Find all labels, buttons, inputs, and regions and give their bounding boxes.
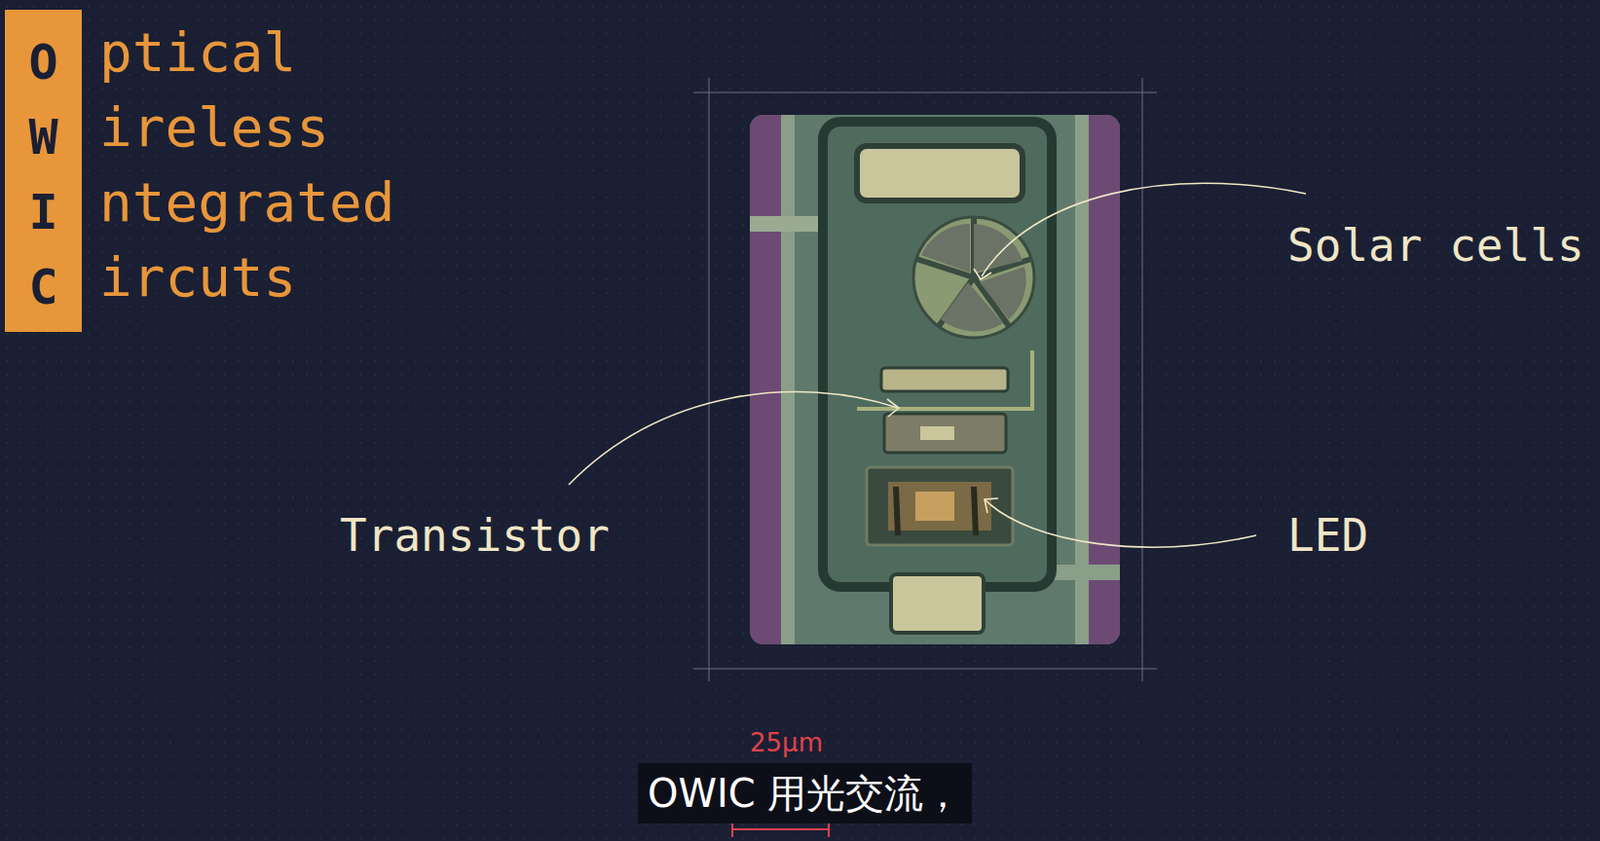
subtitle-text: OWIC 用光交流， [647, 769, 963, 819]
acronym-word: ntegrated [99, 173, 395, 232]
acronym-letter: W [4, 108, 82, 167]
part-label: Solar cells [1287, 219, 1585, 272]
acronym-word: ireless [99, 98, 330, 157]
acronym-word: ircuts [99, 248, 297, 307]
acronym-letter: O [4, 33, 82, 92]
part-label: LED [1287, 509, 1369, 562]
acronym-word: ptical [99, 23, 297, 82]
chip-photo [749, 114, 1120, 645]
subtitle-box: OWIC 用光交流， [637, 763, 972, 824]
scale-bar [732, 823, 829, 838]
part-label: Transistor [339, 509, 610, 562]
acronym-bar: OWIC [4, 9, 82, 333]
scale-label: 25μm [749, 728, 823, 758]
acronym-letter: I [4, 183, 82, 242]
leader-lines [568, 183, 1306, 548]
acronym-letter: C [4, 258, 82, 317]
frame-lines [693, 77, 1157, 682]
